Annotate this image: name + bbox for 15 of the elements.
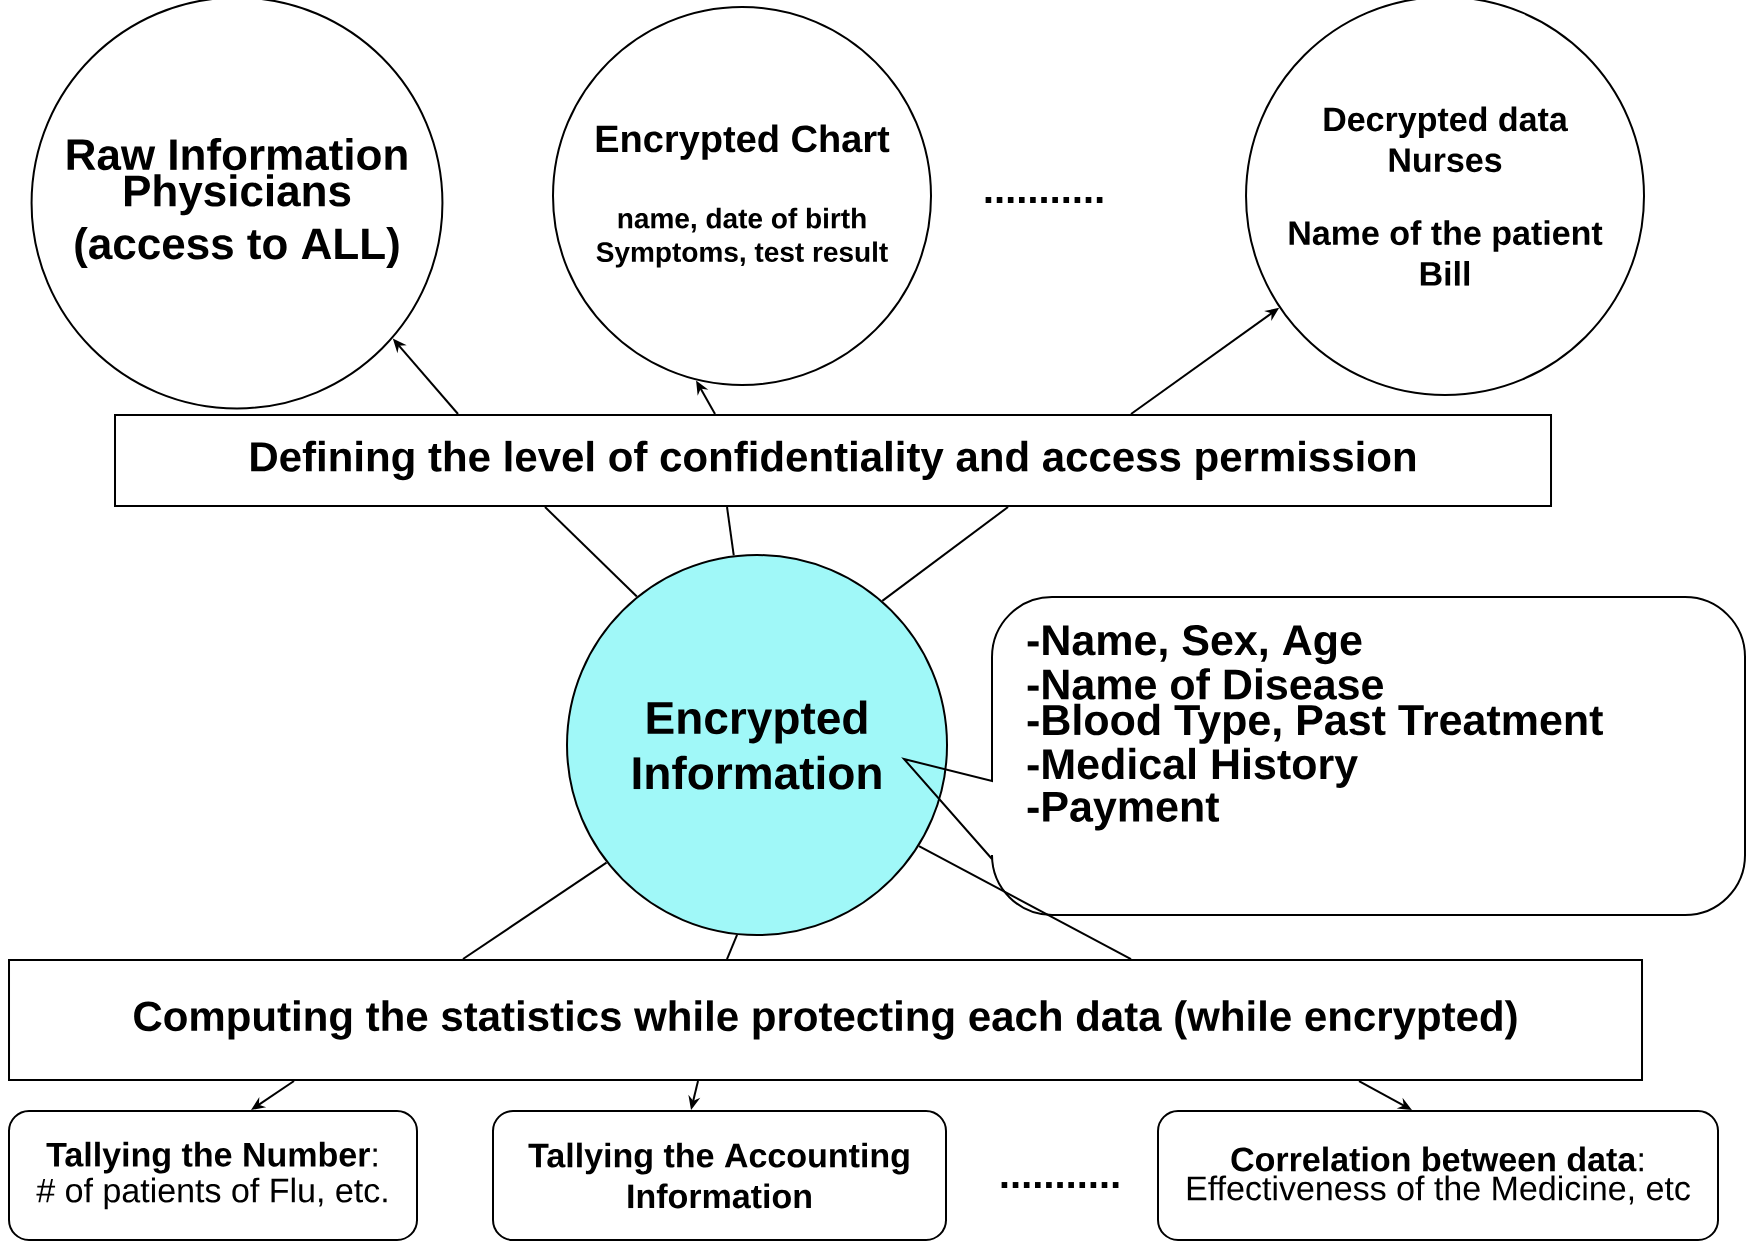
connector-line <box>462 861 608 960</box>
connector-line <box>881 506 1009 602</box>
connector-line <box>726 933 739 960</box>
process-box: Computing the statistics while protecting each data (while encrypted) <box>8 959 1643 1081</box>
connector-line <box>544 506 638 598</box>
result-box: Tallying the Accounting Information <box>492 1110 947 1241</box>
ellipsis: ........... <box>1001 1182 1119 1188</box>
result-box: Correlation between data: Effectiveness of the Medicine, etc <box>1157 1110 1719 1241</box>
ellipsis: ........... <box>985 197 1103 203</box>
connector-line <box>726 506 735 557</box>
callout-box: -Name, Sex, Age -Name of Disease -Blood Type, Past Treatment -Medical History -Payment <box>903 596 1746 916</box>
connector-line <box>918 845 1132 960</box>
circle-node: Encrypted Chart name, date of birth Symptoms, test result <box>552 6 932 386</box>
result-box: Tallying the Number: # of patients of Flu, etc. <box>8 1110 418 1241</box>
process-box: Defining the level of confidentiality and access permission <box>114 414 1552 507</box>
